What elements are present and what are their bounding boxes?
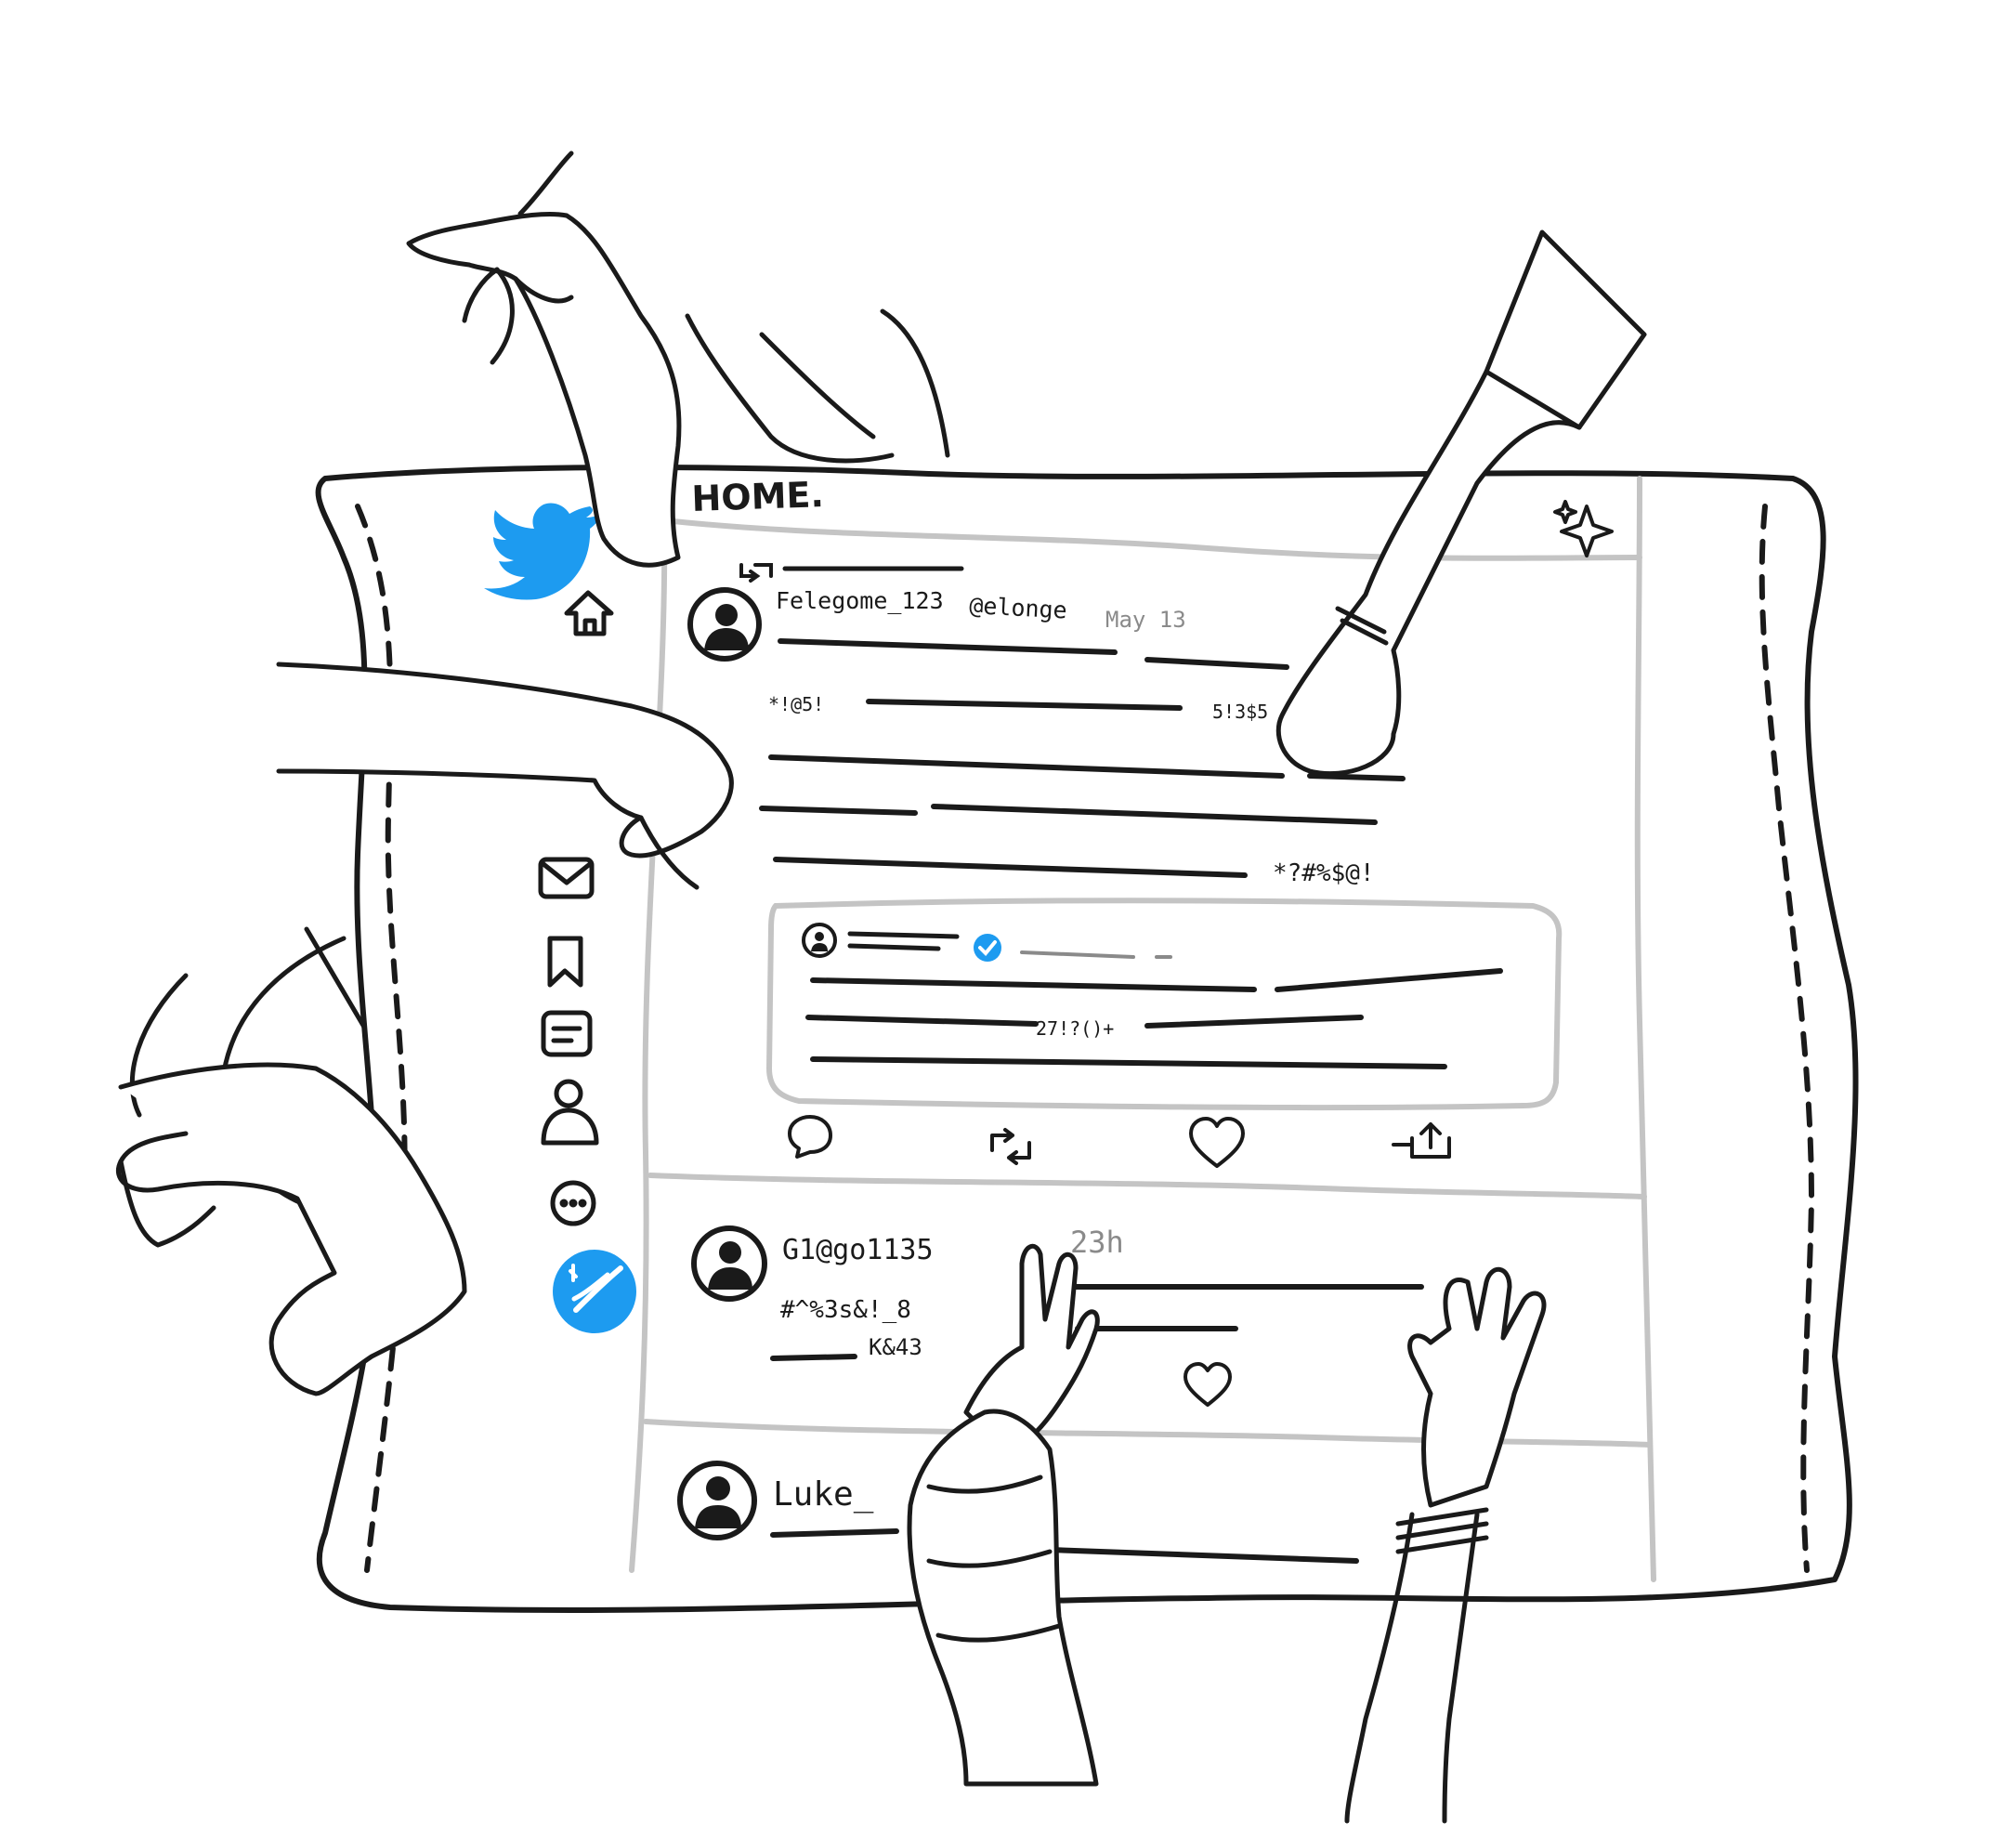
tweet-text-symbols-a: *!@5!: [768, 693, 824, 715]
tweet-username[interactable]: Felegome_123: [776, 587, 944, 614]
sparkle-icon[interactable]: [1553, 500, 1614, 557]
feed-column-lines: [629, 476, 1656, 1582]
avatar: [687, 587, 762, 662]
tweet-text-symbols-b: 5!3$5: [1212, 701, 1268, 723]
sidebar: [538, 590, 636, 1333]
quote-tweet-card[interactable]: 27!?()+: [765, 898, 1563, 1111]
tweet-time: 23h: [1070, 1225, 1124, 1260]
tweet-username[interactable]: Luke_: [773, 1475, 874, 1514]
lists-icon[interactable]: [541, 1010, 593, 1057]
tweet-username[interactable]: G1@go1135: [782, 1234, 934, 1266]
bookmark-icon[interactable]: [547, 936, 583, 988]
tweet-text-symbols-b: K&43: [869, 1334, 922, 1360]
hands: [116, 151, 1647, 1824]
like-icon[interactable]: [1189, 1117, 1245, 1168]
home-icon[interactable]: [564, 590, 614, 636]
tweet-handle: @elonge: [969, 592, 1068, 623]
tweet-date: May 13: [1105, 607, 1186, 633]
tweet-text-symbols-a: #^%3s&!_8: [780, 1296, 911, 1324]
quote-text-symbols: 27!?()+: [1036, 1017, 1114, 1040]
like-icon[interactable]: [1184, 1362, 1232, 1407]
mail-icon[interactable]: [538, 857, 595, 899]
verified-badge-icon: [974, 934, 1001, 962]
tweet-text-lines: [759, 638, 1406, 878]
tweet-actions: [788, 1115, 1451, 1168]
profile-icon[interactable]: [541, 1079, 599, 1146]
tweet-2[interactable]: G1@go1135 23h #^%3s&!_8 K&43: [691, 1225, 1424, 1407]
more-icon[interactable]: [550, 1180, 596, 1226]
compose-icon[interactable]: [553, 1250, 636, 1333]
avatar: [677, 1461, 757, 1540]
retweet-icon[interactable]: [990, 1128, 1031, 1165]
tweet-text-symbols-c: *?#%$@!: [1273, 859, 1375, 887]
tweet-3[interactable]: Luke_: [677, 1461, 1359, 1564]
quote-avatar: [802, 923, 837, 958]
page-title: HOME.: [691, 474, 825, 519]
header: HOME.: [484, 474, 1614, 600]
twitter-bird-icon[interactable]: [484, 503, 603, 600]
share-icon[interactable]: [1392, 1122, 1451, 1159]
avatar: [691, 1225, 767, 1302]
retweet-marker-icon: [739, 563, 964, 583]
tweet-1[interactable]: Felegome_123 @elonge May 13 *!@5! 5!3$5 …: [687, 563, 1563, 1168]
reply-icon[interactable]: [788, 1115, 832, 1159]
